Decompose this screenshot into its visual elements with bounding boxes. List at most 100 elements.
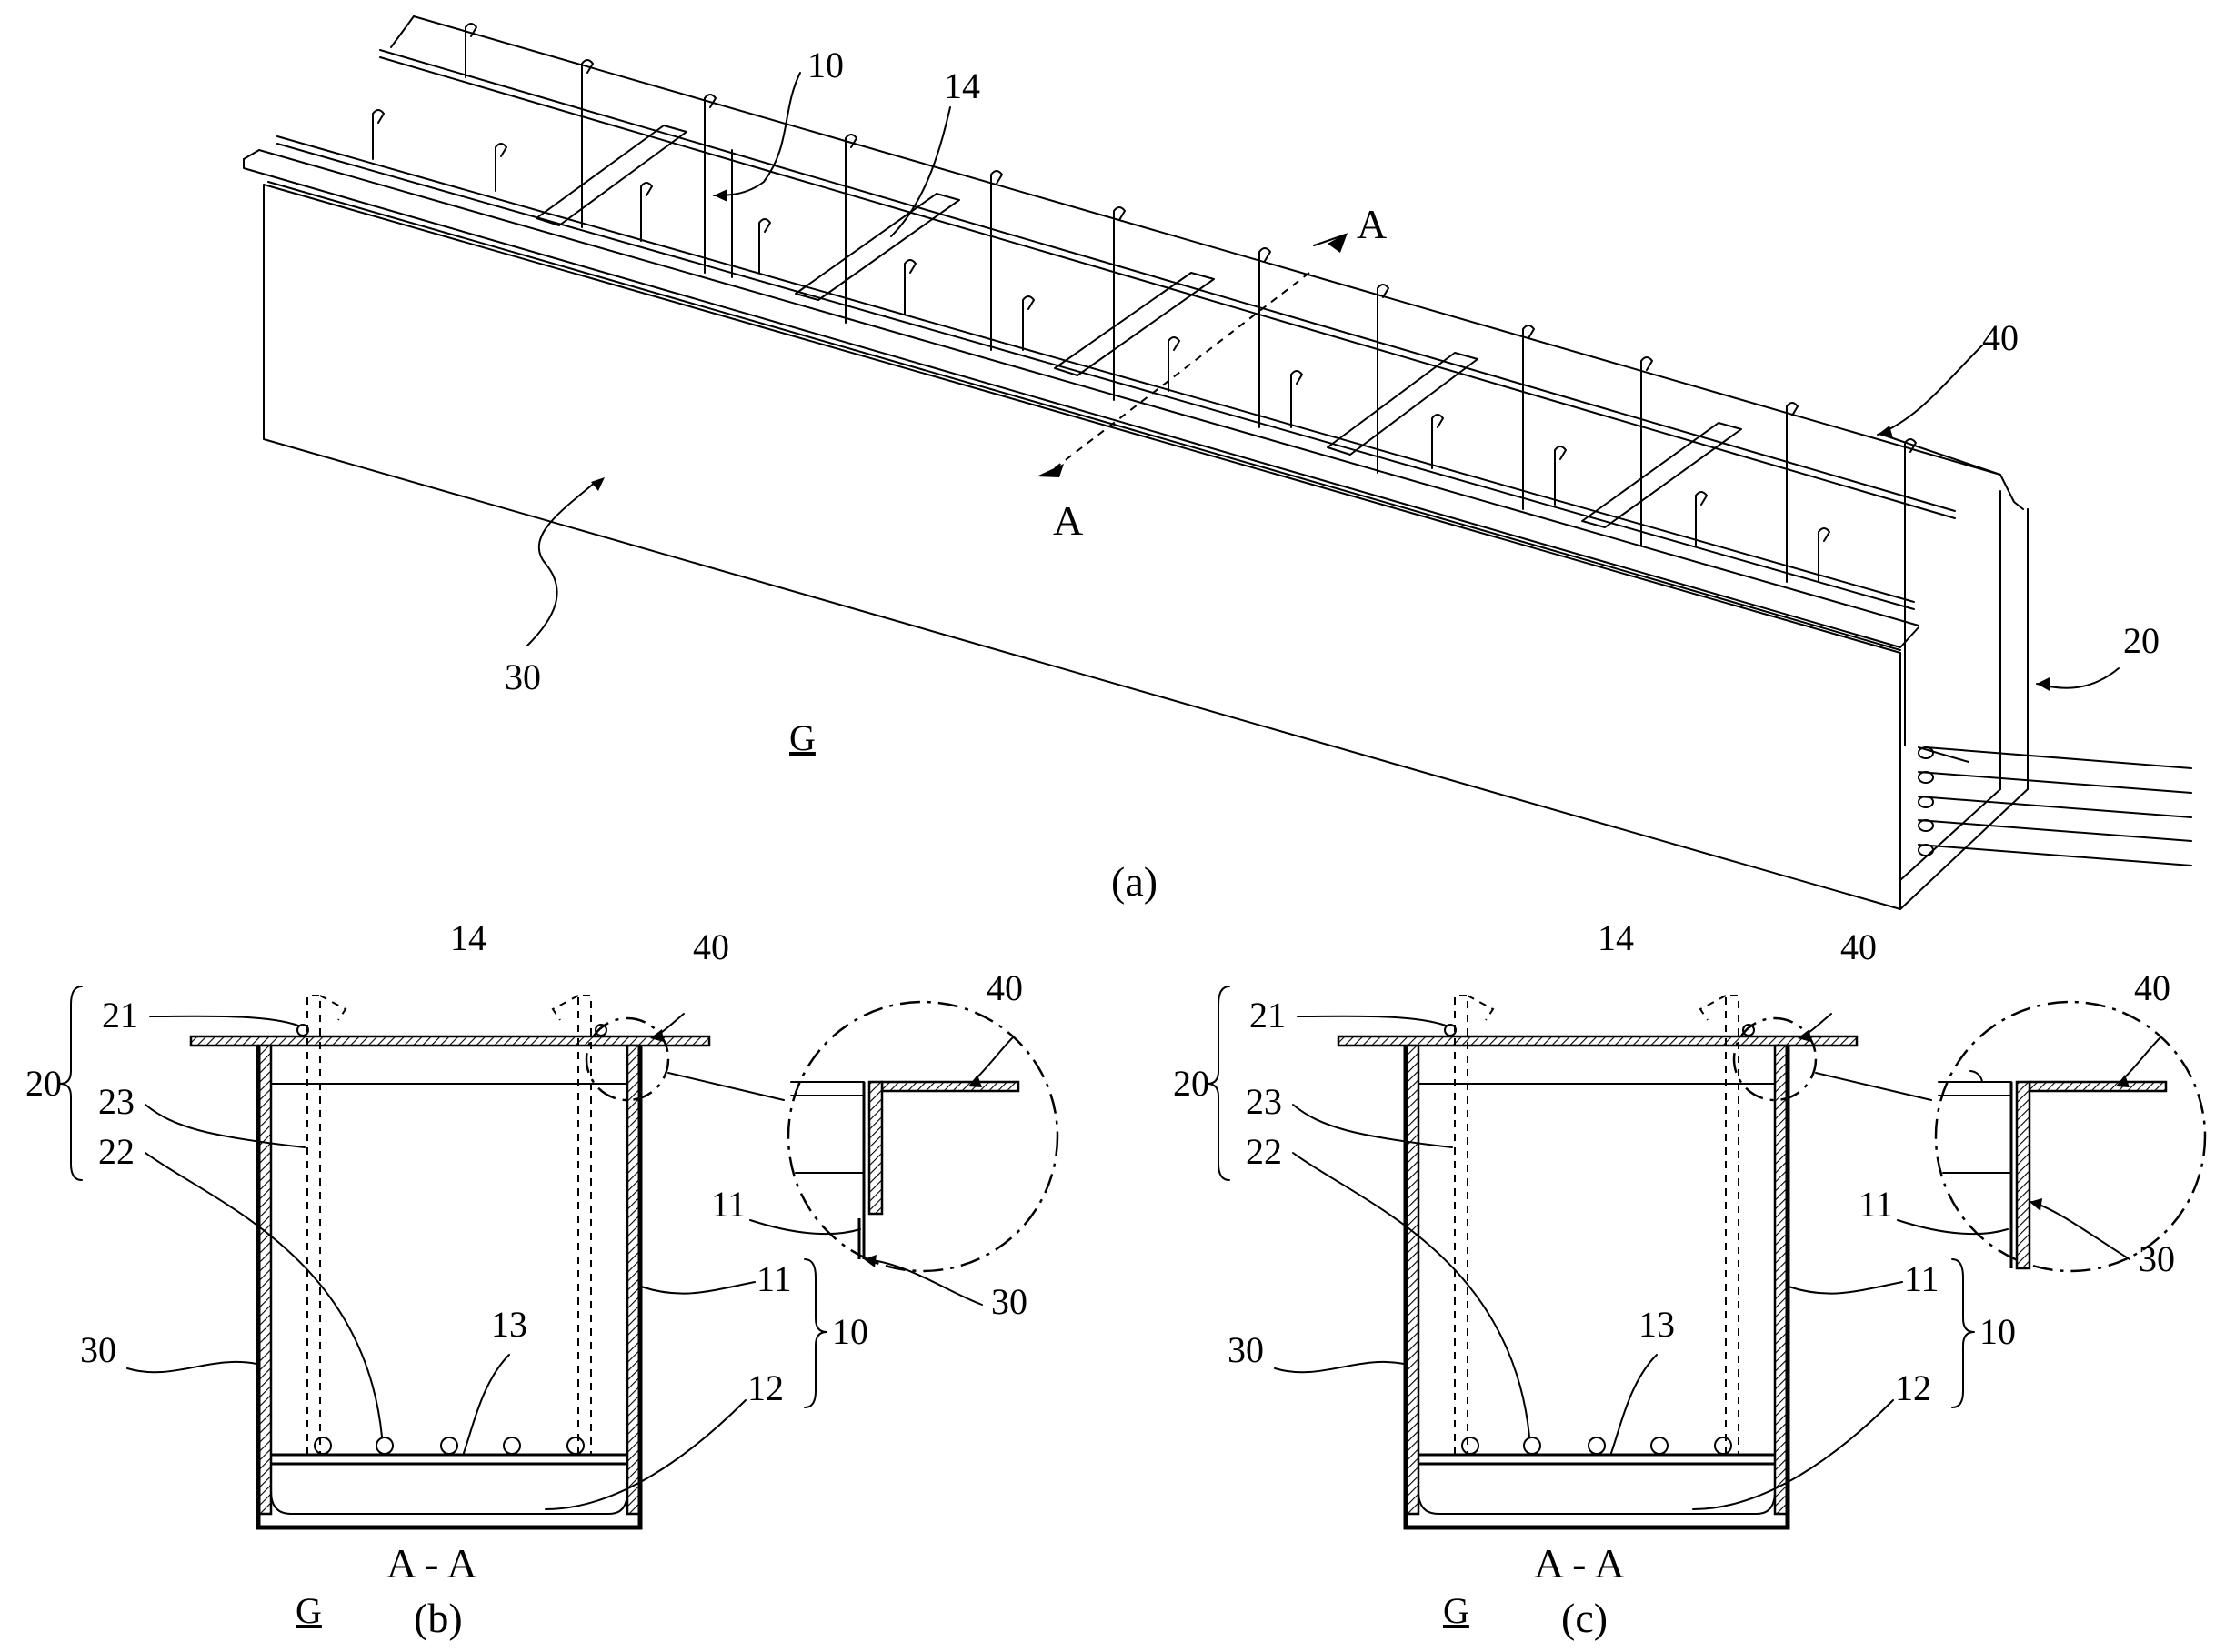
bottom-plate xyxy=(271,1491,627,1514)
section-arrow-lower xyxy=(1037,464,1064,477)
leader-13 xyxy=(464,1355,509,1453)
caption-c: (c) xyxy=(1561,1595,1608,1641)
isometric-view: 10 14 A A 40 20 30 G (a) xyxy=(244,16,2191,909)
label-14: 14 xyxy=(450,917,486,958)
label-11: 11 xyxy=(1904,1258,1939,1299)
leader-21 xyxy=(150,1016,298,1026)
leader-23 xyxy=(145,1105,305,1147)
rebar-circle xyxy=(1462,1437,1478,1454)
detail-wall xyxy=(2017,1082,2030,1268)
rebar-circle xyxy=(441,1437,457,1454)
label-21: 21 xyxy=(102,995,138,1036)
rebar-circle xyxy=(1651,1437,1668,1454)
label-30-detail: 30 xyxy=(991,1281,1027,1322)
label-11-detail: 11 xyxy=(1859,1184,1894,1225)
leader-30-detail xyxy=(866,1259,982,1305)
brace-20 xyxy=(1208,986,1229,1180)
rebar-circle xyxy=(315,1437,331,1454)
caption-b: (b) xyxy=(414,1595,463,1641)
label-11: 11 xyxy=(757,1258,792,1299)
label-10: 10 xyxy=(832,1311,868,1352)
leader-40-detail xyxy=(2120,1036,2161,1082)
detail-flange xyxy=(882,1082,1018,1091)
back-wall-left-edge xyxy=(391,16,414,47)
gravity-label: G xyxy=(789,717,816,758)
label-23: 23 xyxy=(1246,1081,1282,1122)
top-plate xyxy=(191,1036,709,1046)
caption-a: (a) xyxy=(1111,858,1158,905)
label-30: 30 xyxy=(1228,1329,1264,1370)
section-title: A - A xyxy=(386,1540,477,1587)
leader-11 xyxy=(1789,1282,1902,1294)
leader-30 xyxy=(1275,1362,1404,1372)
label-20: 20 xyxy=(25,1063,62,1104)
bottom-plate xyxy=(1418,1491,1775,1514)
leader-21 xyxy=(1298,1016,1446,1026)
detail-corner-arc xyxy=(1970,1071,1982,1082)
rebar-circle xyxy=(376,1437,393,1454)
label-22: 22 xyxy=(1246,1131,1282,1172)
label-10: 10 xyxy=(807,45,844,85)
detail-circle xyxy=(1936,1002,2205,1271)
bottom-rebars xyxy=(1919,747,2191,866)
dashed-hook-right xyxy=(553,996,578,1020)
leader-23 xyxy=(1293,1105,1452,1147)
label-40-detail: 40 xyxy=(2134,967,2170,1008)
back-rail xyxy=(380,50,1955,511)
back-rail-2 xyxy=(380,57,1955,518)
dashed-stirrup-left xyxy=(307,996,320,1455)
gravity-label: G xyxy=(296,1590,322,1631)
section-view-b: 21 14 40 40 20 23 22 11 30 11 10 13 30 1… xyxy=(25,917,1057,1641)
dashed-stirrup-left xyxy=(1455,996,1468,1455)
front-flange-top xyxy=(244,150,1919,626)
leader-30 xyxy=(527,482,596,646)
label-40: 40 xyxy=(693,926,729,967)
leader-40-detail xyxy=(973,1036,1014,1082)
leader-14 xyxy=(891,107,950,236)
dashed-stirrup-right xyxy=(578,996,591,1455)
label-22: 22 xyxy=(98,1131,135,1172)
rebar-circle xyxy=(1715,1437,1731,1454)
label-12: 12 xyxy=(747,1367,784,1408)
section-cut-line xyxy=(1037,233,1348,477)
label-40-detail: 40 xyxy=(987,967,1023,1008)
leader-30-detail xyxy=(2031,1202,2130,1259)
leader-11-detail xyxy=(750,1220,860,1234)
rebar-circle xyxy=(1589,1437,1605,1454)
label-11-detail: 11 xyxy=(711,1184,747,1225)
section-view-c: 21 14 40 40 20 23 22 11 30 11 10 13 30 1… xyxy=(1173,917,2205,1641)
label-13: 13 xyxy=(491,1304,527,1345)
detail-connector xyxy=(668,1073,784,1100)
front-flange-seam xyxy=(268,182,1900,650)
rebar-circle xyxy=(1524,1437,1540,1454)
brace-10 xyxy=(805,1259,827,1407)
dashed-hook-left xyxy=(1468,996,1493,1020)
front-flange-outer xyxy=(244,159,1919,647)
front-wall xyxy=(264,185,1900,909)
end-face-inner-bottom xyxy=(1900,789,2000,880)
label-30: 30 xyxy=(80,1329,116,1370)
detail-wall xyxy=(869,1082,882,1214)
dashed-hook-right xyxy=(1700,996,1726,1020)
label-14: 14 xyxy=(1598,917,1634,958)
label-14: 14 xyxy=(944,65,980,106)
label-12: 12 xyxy=(1895,1367,1931,1408)
dashed-hook-left xyxy=(320,996,346,1020)
label-40: 40 xyxy=(1982,317,2019,358)
leader-11 xyxy=(641,1282,755,1294)
label-10: 10 xyxy=(1979,1311,2016,1352)
front-rail xyxy=(277,136,1914,602)
dashed-stirrup-right xyxy=(1726,996,1739,1455)
section-title: A - A xyxy=(1534,1540,1625,1587)
transverse-bars xyxy=(536,125,1741,527)
detail-connector xyxy=(1816,1073,1931,1100)
front-hooks xyxy=(373,110,1829,582)
leader-13 xyxy=(1611,1355,1657,1453)
leader-11-detail xyxy=(1898,1220,2008,1234)
back-stirrups xyxy=(466,24,1916,746)
leader-30 xyxy=(127,1362,256,1372)
label-20: 20 xyxy=(1173,1063,1209,1104)
label-13: 13 xyxy=(1639,1304,1675,1345)
leader-40 xyxy=(1878,345,1982,435)
